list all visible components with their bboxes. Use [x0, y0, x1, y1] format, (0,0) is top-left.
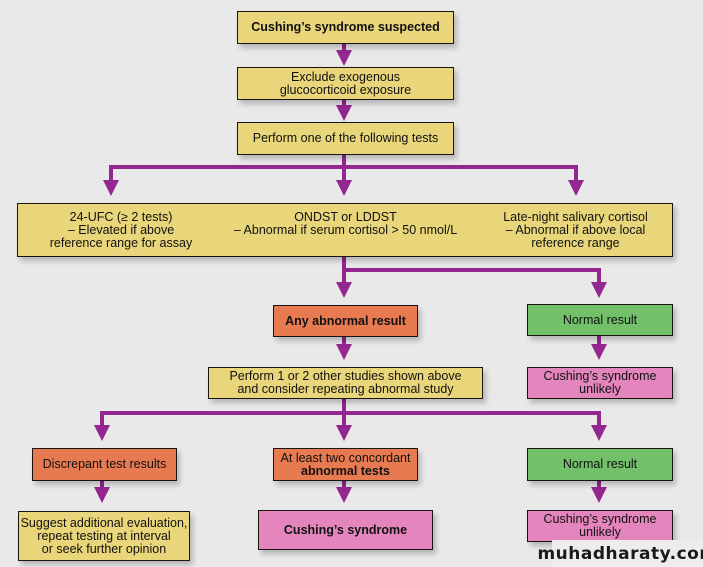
node-cushings: Cushing’s syndrome — [258, 510, 433, 550]
node-any-abnormal-label: Any abnormal result — [285, 313, 406, 328]
node-perform-other: Perform 1 or 2 other studies shown above… — [208, 367, 483, 399]
test-ufc: 24-UFC (≥ 2 tests) – Elevated if above r… — [26, 211, 216, 250]
node-unlikely-2-line1: Cushing’s syndrome — [543, 512, 657, 526]
node-unlikely-1-line2: unlikely — [579, 382, 621, 396]
node-suggest-line3: or seek further opinion — [41, 541, 167, 556]
node-tests: 24-UFC (≥ 2 tests) – Elevated if above r… — [17, 203, 673, 257]
node-cushings-label: Cushing’s syndrome — [283, 522, 408, 537]
test-salivary-line1: Late-night salivary cortisol — [503, 210, 648, 224]
connector-final-branch — [100, 411, 601, 430]
test-dst-line1: ONDST or LDDST — [294, 210, 397, 224]
node-discrepant-label: Discrepant test results — [42, 457, 167, 471]
node-suggest-line1: Suggest additional evaluation, — [20, 515, 188, 530]
node-suspected: Cushing’s syndrome suspected — [237, 11, 454, 44]
node-suggest-line2: repeat testing at interval — [37, 528, 171, 543]
node-concordant-line1: At least two concordant — [280, 450, 411, 465]
node-suspected-label: Cushing’s syndrome suspected — [251, 20, 440, 34]
test-dst: ONDST or LDDST – Abnormal if serum corti… — [218, 211, 473, 237]
test-ufc-line2: – Elevated if above — [67, 223, 175, 237]
node-concordant: At least two concordant abnormal tests — [273, 448, 418, 481]
node-normal-result-2: Normal result — [527, 448, 673, 481]
node-any-abnormal: Any abnormal result — [273, 305, 418, 337]
node-exclude-line1: Exclude exogenous — [290, 69, 401, 84]
test-ufc-line1: 24-UFC (≥ 2 tests) — [69, 210, 173, 224]
test-ufc-line3: reference range for assay — [49, 236, 193, 250]
node-exclude-line2: glucocorticoid exposure — [279, 82, 412, 97]
test-salivary: Late-night salivary cortisol – Abnormal … — [483, 211, 668, 250]
node-normal-result-1-label: Normal result — [562, 312, 638, 327]
test-dst-line2: – Abnormal if serum cortisol > 50 nmol/L — [233, 223, 458, 237]
node-perform-other-line1: Perform 1 or 2 other studies shown above — [229, 369, 462, 383]
node-perform-one-label: Perform one of the following tests — [252, 131, 439, 145]
test-salivary-line2: – Abnormal if above local — [505, 223, 646, 237]
node-perform-other-line2: and consider repeating abnormal study — [237, 382, 454, 396]
node-normal-result-2-label: Normal result — [562, 457, 638, 471]
connector-results-branch — [344, 268, 601, 285]
node-perform-one: Perform one of the following tests — [237, 122, 454, 155]
node-unlikely-2-line2: unlikely — [579, 525, 621, 539]
node-suggest: Suggest additional evaluation, repeat te… — [18, 511, 190, 561]
node-concordant-line2: abnormal tests — [301, 463, 390, 478]
node-unlikely-1-line1: Cushing’s syndrome — [543, 369, 657, 383]
node-normal-result-1: Normal result — [527, 304, 673, 336]
node-discrepant: Discrepant test results — [32, 448, 177, 481]
watermark: muhadharaty.com — [537, 540, 703, 567]
node-exclude: Exclude exogenous glucocorticoid exposur… — [237, 67, 454, 100]
node-unlikely-2: Cushing’s syndrome unlikely — [527, 510, 673, 542]
test-salivary-line3: reference range — [531, 236, 620, 250]
node-unlikely-1: Cushing’s syndrome unlikely — [527, 367, 673, 399]
